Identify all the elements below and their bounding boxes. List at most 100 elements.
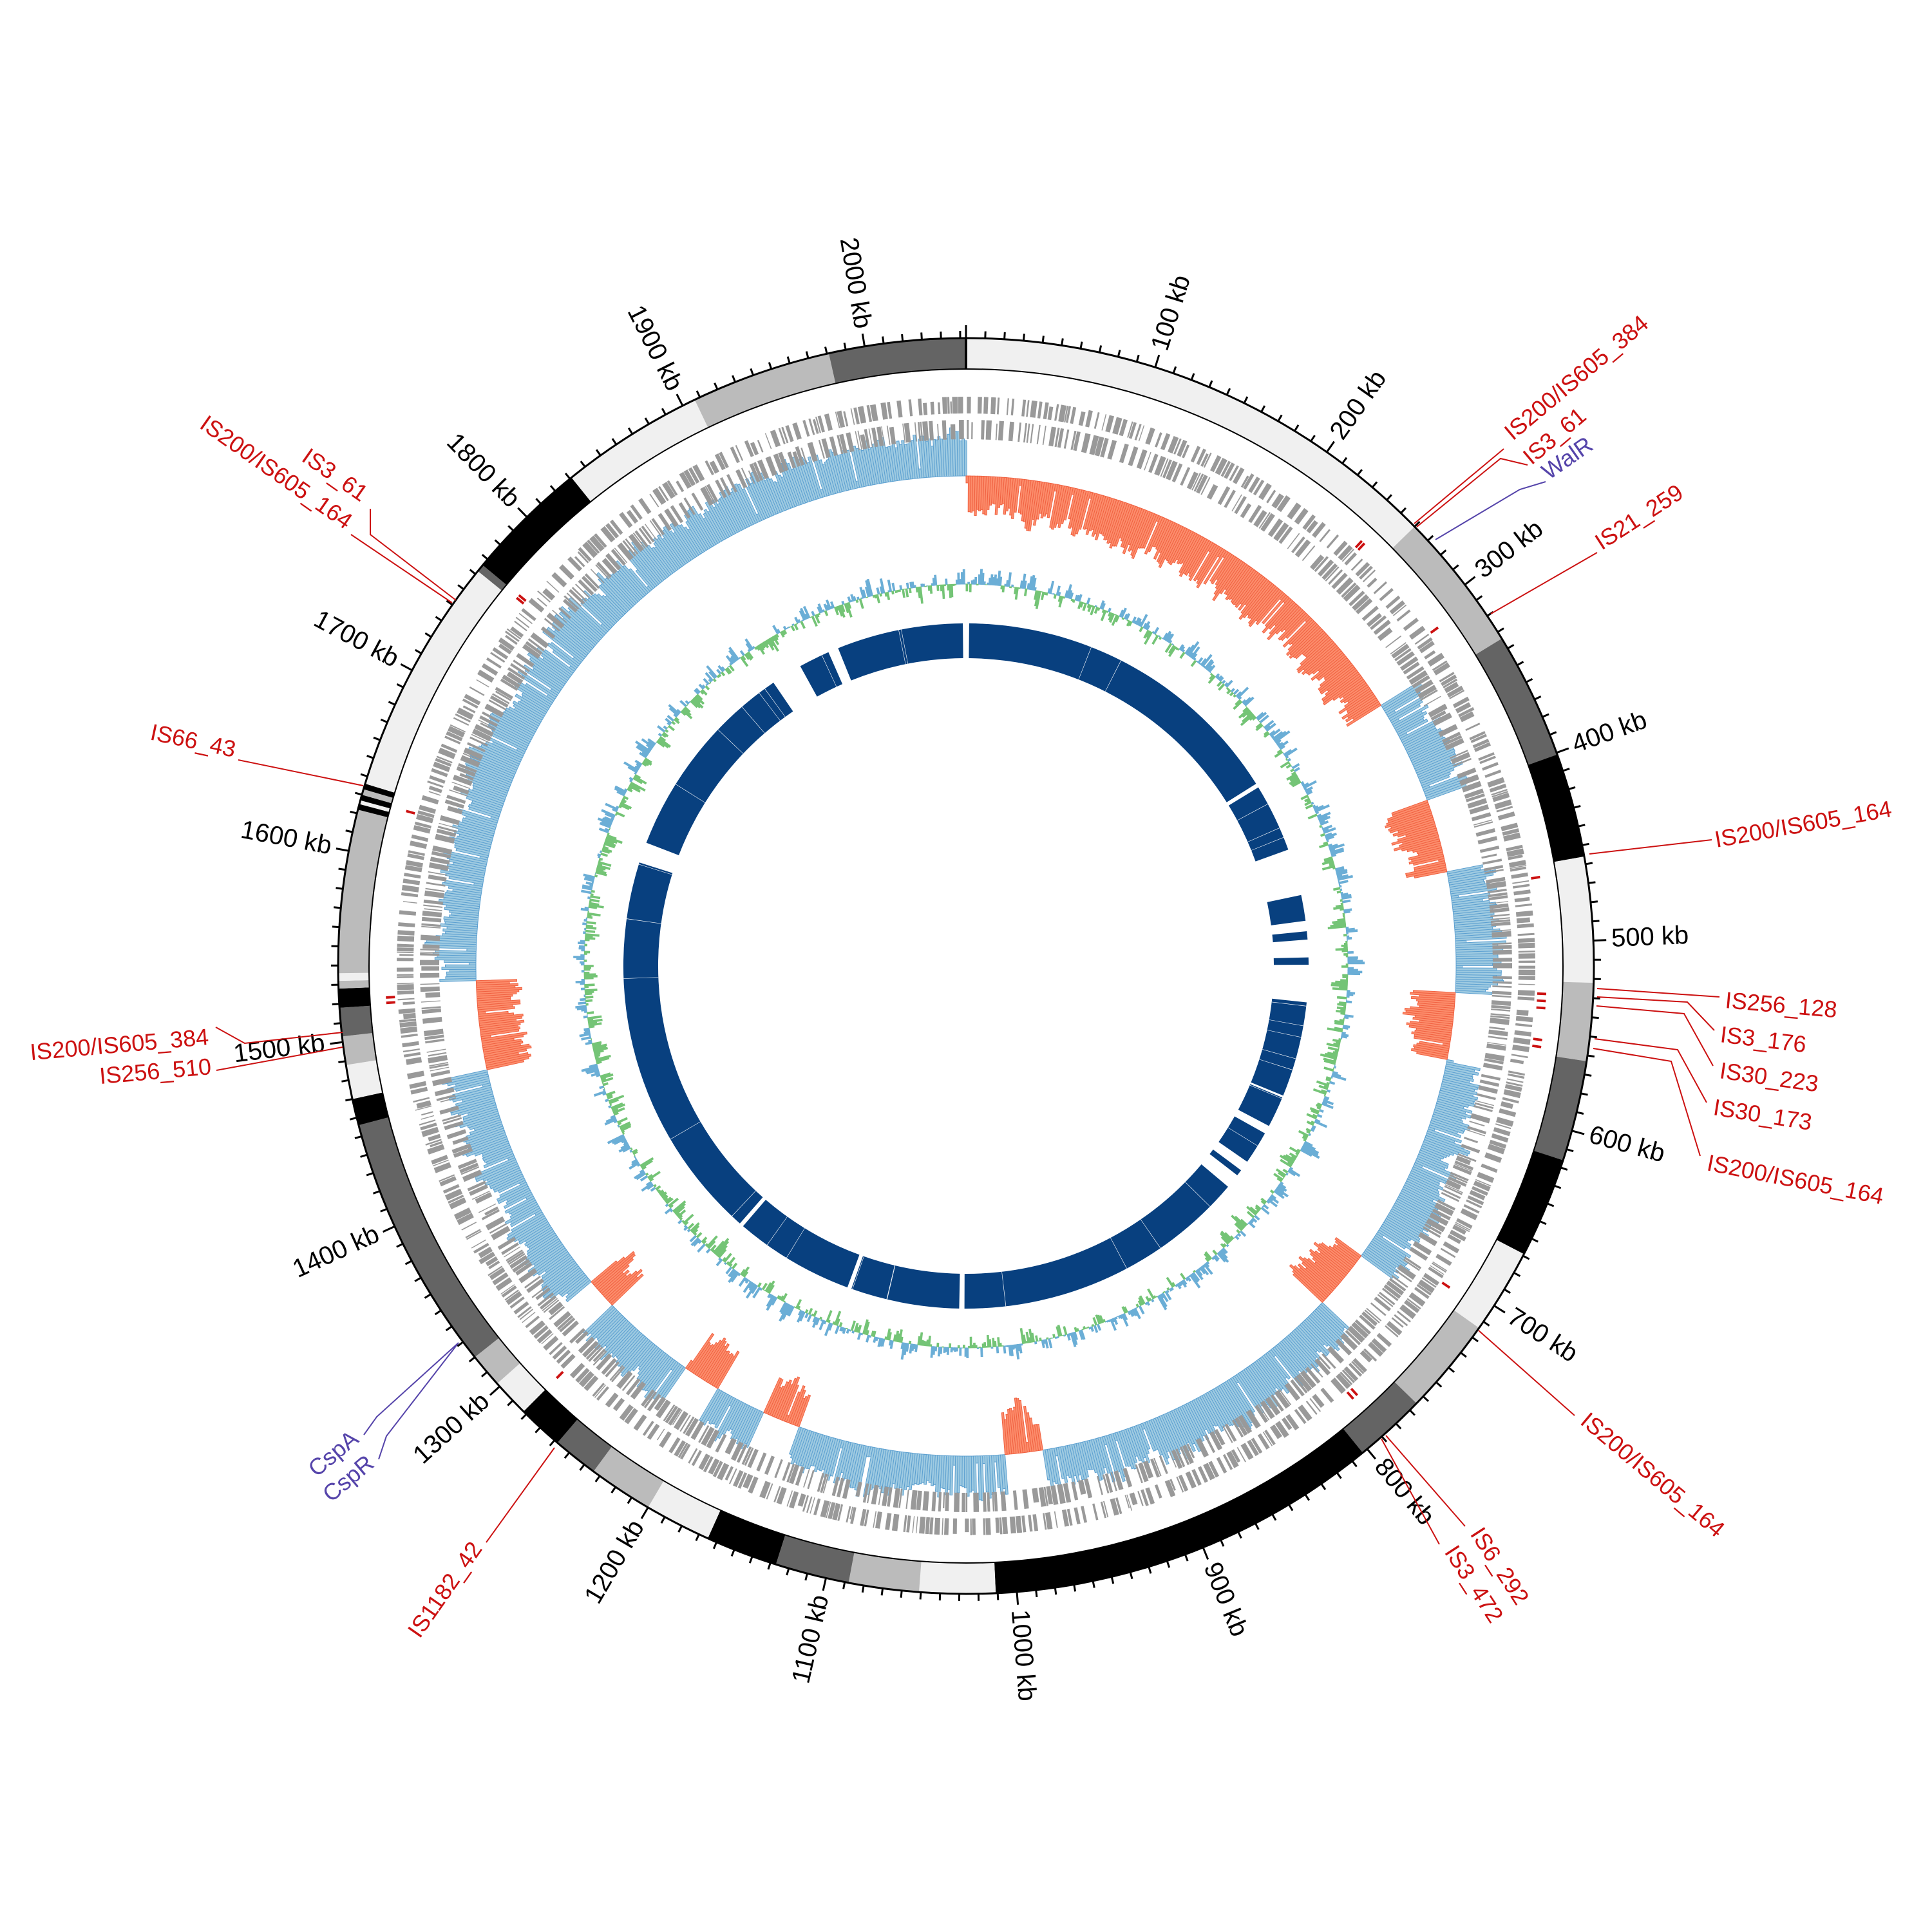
tick-label: 300 kb — [1470, 515, 1548, 584]
leader-line — [1478, 1330, 1575, 1416]
ideogram-band — [352, 1092, 389, 1126]
inner-ring-segment — [851, 1256, 960, 1309]
is-element-mark — [1536, 1006, 1546, 1010]
inner-ring-gap — [1259, 1059, 1293, 1070]
ideogram-band — [828, 338, 966, 384]
inner-ring-segment — [623, 862, 763, 1224]
inner-ring-gap — [1078, 647, 1092, 680]
tick-label: 500 kb — [1611, 921, 1689, 952]
inner-ring-gap — [1247, 828, 1280, 842]
inner-ring-segment — [964, 1164, 1228, 1309]
is-element-mark — [406, 810, 415, 815]
is-element-label: IS200/IS605_164 — [1576, 1407, 1730, 1542]
ideogram-band — [360, 795, 392, 809]
ideogram-band — [1343, 1381, 1417, 1453]
ideogram-band — [571, 399, 708, 502]
leader-line — [238, 759, 364, 786]
ideogram-band — [1394, 1310, 1479, 1404]
is-element-mark — [1354, 540, 1363, 549]
ideogram-band — [339, 1005, 373, 1037]
ideogram-band — [357, 804, 390, 818]
ideogram-band — [1556, 981, 1594, 1061]
inner-ring-gap — [766, 1217, 788, 1245]
leader-line — [1435, 481, 1546, 540]
tick-label: 400 kb — [1568, 705, 1651, 758]
tick-label: 800 kb — [1369, 1453, 1441, 1531]
is-element-mark — [386, 1001, 395, 1005]
inner-ring-gap — [759, 692, 781, 721]
tick-label: 100 kb — [1146, 272, 1196, 354]
gc-skew-track — [424, 424, 1507, 1502]
inner-ring-gap — [1251, 837, 1284, 851]
ideogram-band — [482, 477, 591, 585]
inner-ring-gap — [898, 630, 906, 665]
tick-label: 1800 kb — [441, 428, 526, 513]
inner-ring-segment — [800, 652, 843, 697]
ideogram-band — [359, 800, 390, 812]
leader-line — [216, 1046, 343, 1071]
inner-ring-segment — [646, 683, 793, 855]
ideogram-band — [994, 1428, 1363, 1593]
tick-label: 1400 kb — [289, 1220, 384, 1283]
inner-ring-gap — [1227, 784, 1257, 804]
inner-ring-gap — [1227, 1127, 1258, 1146]
tick-label: 1900 kb — [622, 301, 689, 395]
inner-ring-gap — [764, 688, 786, 717]
inner-ring-gap — [675, 784, 705, 803]
ideogram-band — [919, 1561, 996, 1595]
inner-ring-segment — [1251, 998, 1307, 1096]
inner-ring-segment — [1272, 931, 1308, 943]
is-element-label: IS256_128 — [1724, 987, 1838, 1023]
ideogram-band — [1496, 1150, 1564, 1255]
leader-line — [350, 534, 453, 603]
leader-line — [378, 1342, 459, 1460]
ideogram-band — [593, 1446, 664, 1508]
inner-ring-segment — [1228, 787, 1289, 862]
tick-label: 900 kb — [1198, 1558, 1254, 1641]
is-element-mark — [1350, 1388, 1358, 1396]
tick-marks — [330, 325, 1607, 1605]
ideogram-band — [475, 1338, 520, 1384]
inner-ring-gap — [1262, 1049, 1296, 1059]
tick-label: 1200 kb — [579, 1515, 650, 1609]
inner-ring-segment — [1218, 1116, 1265, 1162]
inner-ring-gap — [1141, 1219, 1161, 1249]
inner-ring-gap — [1273, 979, 1309, 981]
leader-line — [1490, 552, 1598, 614]
inner-ring-gap — [623, 977, 659, 979]
ideogram-band — [342, 1033, 377, 1065]
leader-line — [1593, 1048, 1701, 1157]
leader-line — [370, 509, 457, 601]
inner-ring-gap — [887, 1265, 896, 1300]
is-element-mark — [1441, 1282, 1451, 1289]
ideogram-band — [523, 1389, 578, 1443]
is-element-mark — [1531, 875, 1540, 880]
is-element-mark — [1357, 542, 1366, 551]
inner-ring-gap — [1185, 1182, 1211, 1207]
tick-label: 1500 kb — [232, 1028, 327, 1068]
is-element-mark — [518, 594, 527, 602]
is-element-mark — [1537, 992, 1546, 996]
inner-ring-gap — [1105, 660, 1121, 692]
tick-label: 200 kb — [1324, 365, 1392, 445]
ideogram-outline-inner — [368, 368, 1564, 1564]
ideogram-band — [363, 783, 395, 798]
inner-ring-gap — [1262, 872, 1296, 882]
inner-ring-gap — [1237, 804, 1268, 821]
is-element-label: IS21_259 — [1590, 478, 1688, 554]
inner-ring-gap — [717, 729, 744, 754]
inner-ring-gap — [644, 847, 677, 860]
leader-line — [215, 1027, 343, 1045]
inner-ring-gap — [852, 1256, 864, 1289]
inner-ring-gap — [1267, 1030, 1302, 1037]
inner-ring-gap — [786, 1228, 805, 1258]
gene-tracks — [386, 396, 1546, 1536]
inner-ring-segment — [1238, 1084, 1283, 1126]
leader-line — [1385, 1435, 1466, 1527]
inner-ring-gap — [638, 864, 672, 875]
tick-label: 1600 kb — [238, 815, 334, 860]
inner-ring-gap — [670, 1121, 701, 1140]
tick-label: 700 kb — [1502, 1302, 1583, 1368]
